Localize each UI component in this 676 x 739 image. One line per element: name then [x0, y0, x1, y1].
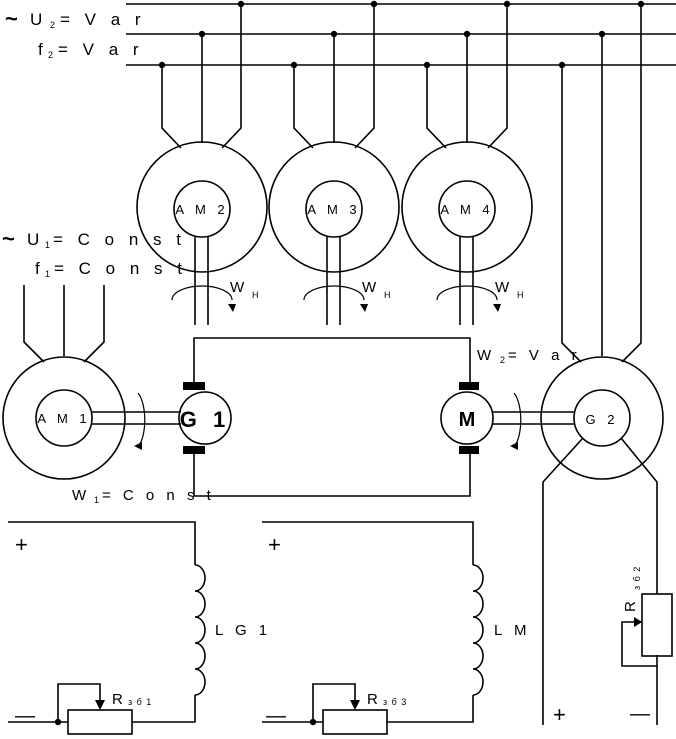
svg-text:—: —: [15, 705, 35, 727]
am3-motor: A M 3: [268, 4, 400, 325]
svg-text:R: R: [367, 691, 382, 708]
resistor-r2: R з б 2: [621, 566, 673, 667]
lg1-label: L G 1: [215, 622, 271, 639]
svg-text:U: U: [27, 230, 44, 249]
svg-text:—: —: [266, 705, 286, 727]
lm-label: L M: [494, 622, 530, 639]
svg-text:H: H: [384, 290, 392, 300]
svg-text:+: +: [268, 532, 281, 557]
svg-text:= C o n s t: = C o n s t: [102, 487, 215, 504]
svg-text:f: f: [38, 40, 48, 59]
speed-label-w2: W 2 = V a r: [477, 347, 581, 365]
svg-text:+: +: [15, 532, 28, 557]
svg-text:~: ~: [2, 226, 15, 251]
svg-text:з б 2: з б 2: [632, 566, 642, 590]
svg-text:1: 1: [45, 240, 51, 250]
g1-generator: G 1: [178, 382, 232, 454]
rotation-arrows-wh: [171, 285, 501, 312]
svg-text:W: W: [495, 279, 513, 296]
am4-motor: A M 4: [401, 4, 533, 325]
svg-text:1: 1: [45, 269, 51, 279]
g2-label: G 2: [586, 412, 619, 427]
speed-labels-wh: W H W H W H: [230, 279, 525, 300]
speed-label-w1: W 1 = C o n s t: [72, 487, 215, 505]
m-label: M: [459, 409, 476, 431]
am1-motor: A M 1: [2, 285, 181, 480]
bus-lines-var: [126, 3, 676, 66]
svg-text:R: R: [622, 597, 639, 612]
svg-text:з б 3: з б 3: [383, 697, 407, 707]
svg-text:= C o n s t: = C o n s t: [53, 230, 186, 249]
g1-label: G 1: [180, 407, 230, 432]
supply-var-label: ~ U 2 = V a r f 2 = V a r: [5, 6, 146, 60]
am2-motor: A M 2: [136, 4, 268, 325]
bus-junctions: [158, 0, 645, 69]
svg-text:W: W: [230, 279, 248, 296]
svg-text:+: +: [553, 702, 566, 727]
supply-const-label: ~ U 1 = C o n s t f 1 = C o n s t: [2, 226, 187, 279]
svg-text:W: W: [362, 279, 380, 296]
svg-text:= V a r: = V a r: [58, 40, 144, 59]
svg-text:H: H: [252, 290, 260, 300]
svg-text:U: U: [30, 10, 47, 29]
svg-text:= V a r: = V a r: [508, 347, 581, 364]
g2-generator: G 2: [540, 4, 664, 725]
armature-loop: [193, 337, 471, 497]
svg-text:~: ~: [5, 6, 18, 31]
lm-circuit: + — L M R з б 3: [262, 521, 530, 735]
svg-text:H: H: [517, 290, 525, 300]
svg-text:2: 2: [500, 355, 506, 365]
svg-text:з б 1: з б 1: [128, 697, 152, 707]
lg1-circuit: + — L G 1 R з б 1: [8, 521, 271, 735]
svg-text:R: R: [112, 691, 127, 708]
svg-text:W: W: [72, 487, 90, 504]
svg-text:2: 2: [50, 20, 56, 30]
svg-text:—: —: [630, 703, 650, 725]
g2-polarity: + —: [553, 702, 650, 727]
m-motor: M: [440, 382, 575, 454]
svg-text:= V a r: = V a r: [60, 10, 146, 29]
svg-text:= C o n s t: = C o n s t: [54, 259, 187, 278]
am4-label: A M 4: [440, 202, 493, 217]
am2-label: A M 2: [175, 202, 228, 217]
svg-text:2: 2: [48, 50, 54, 60]
svg-text:1: 1: [94, 495, 100, 505]
am1-label: A M 1: [37, 411, 90, 426]
svg-text:f: f: [35, 259, 45, 278]
svg-text:W: W: [477, 347, 495, 364]
am3-label: A M 3: [307, 202, 360, 217]
